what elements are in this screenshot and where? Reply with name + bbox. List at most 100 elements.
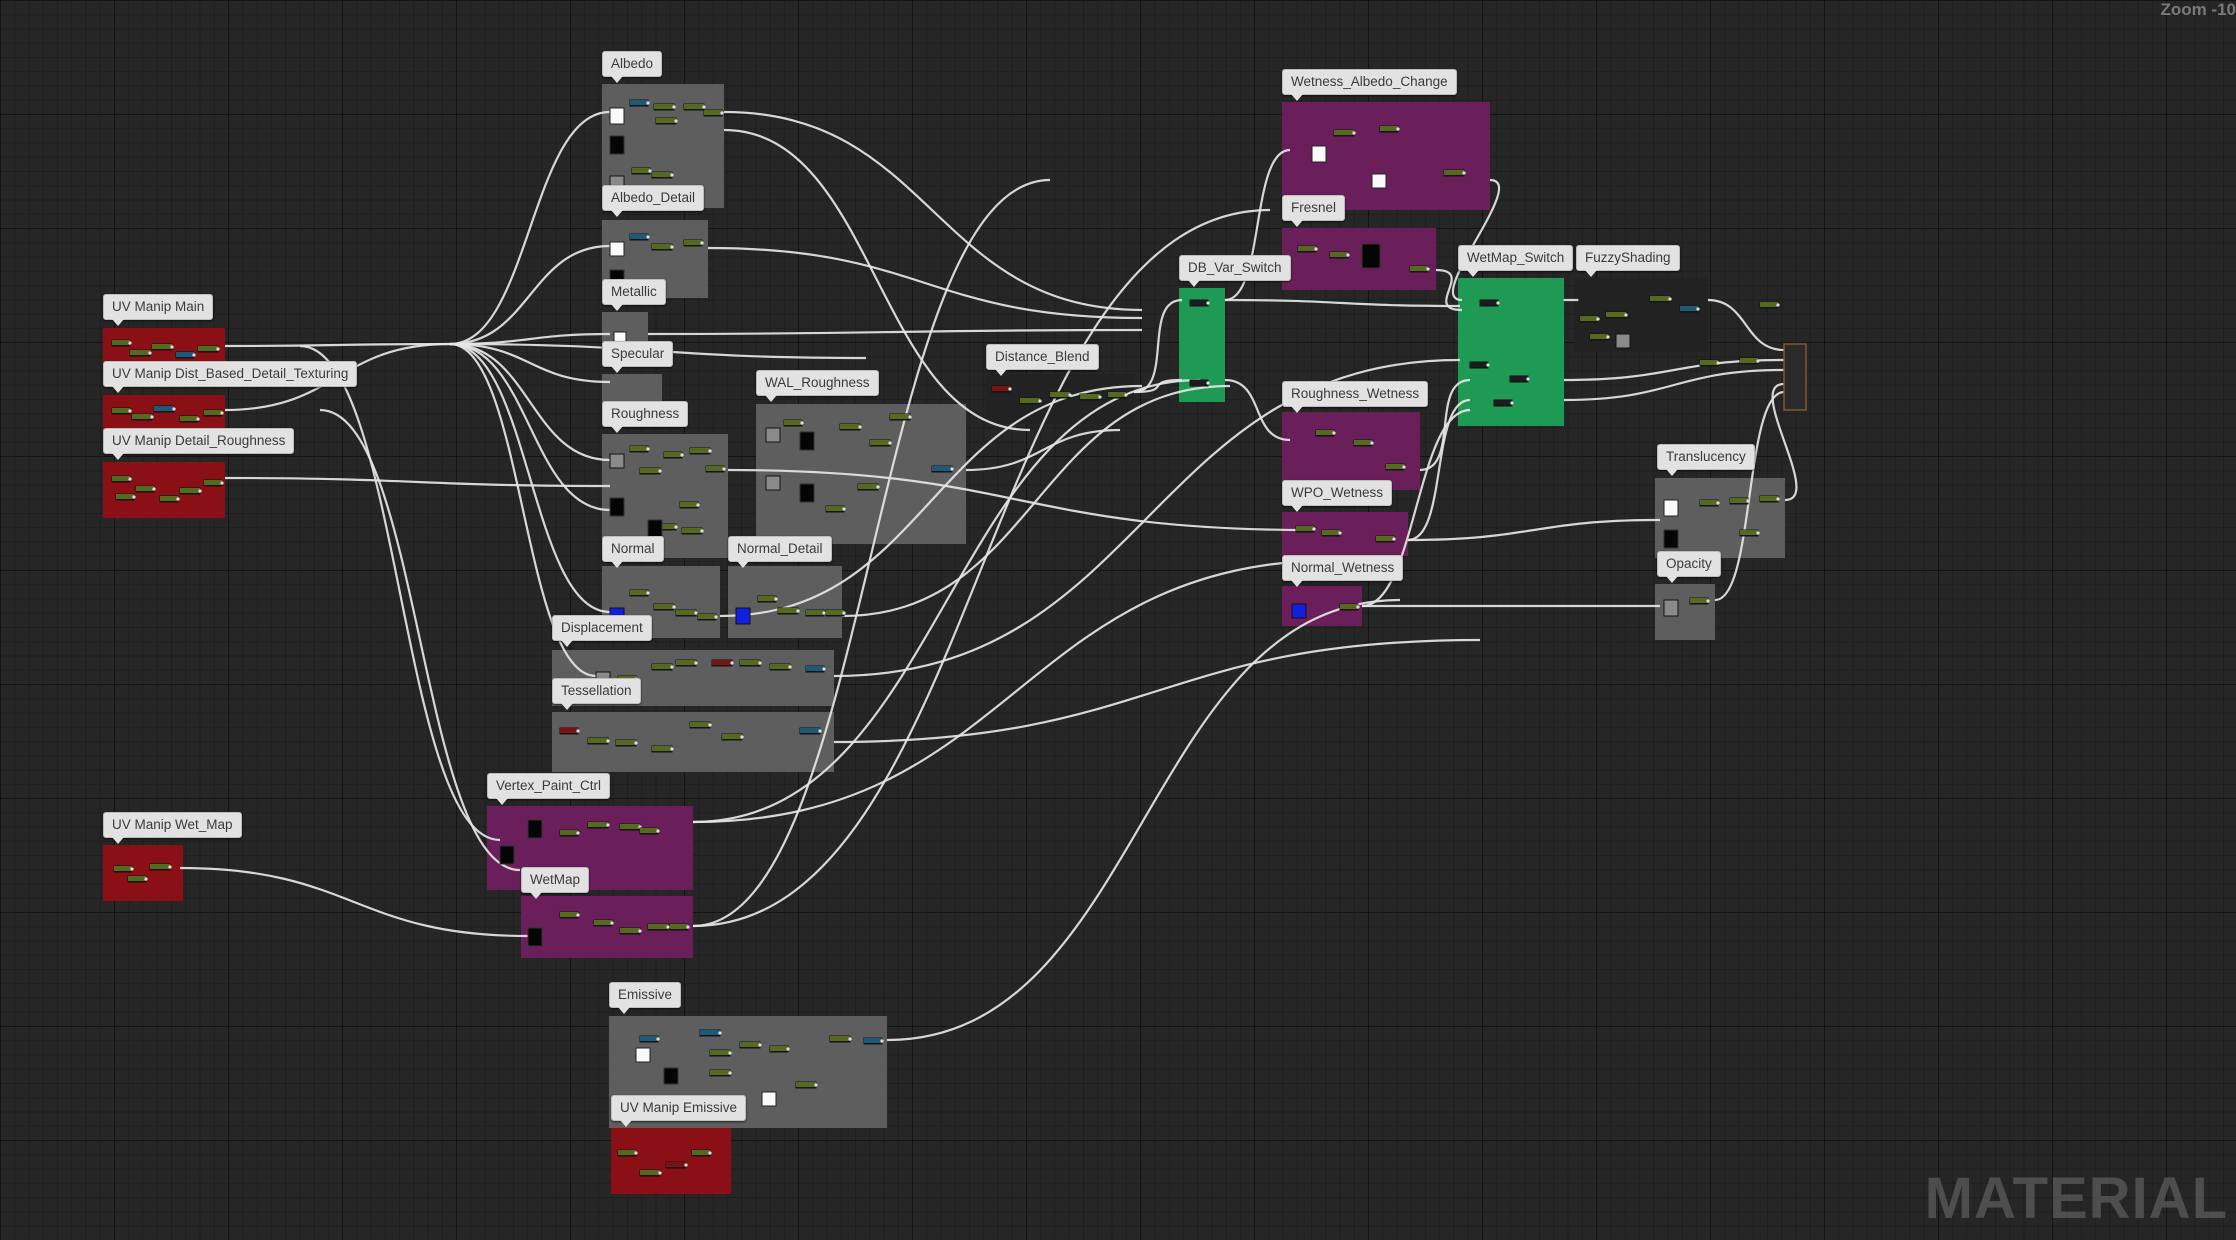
material-expression-node[interactable] bbox=[619, 823, 642, 831]
material-expression-node[interactable] bbox=[197, 345, 220, 353]
comment-box-vertex-paint-ctrl[interactable] bbox=[487, 806, 693, 890]
comment-label-fuzzyshading[interactable]: FuzzyShading bbox=[1576, 245, 1680, 277]
emissive-texture2-thumb[interactable] bbox=[761, 1091, 777, 1107]
material-expression-node[interactable] bbox=[931, 465, 954, 473]
material-expression-node[interactable] bbox=[683, 103, 706, 111]
comment-label-metallic[interactable]: Metallic bbox=[602, 279, 666, 311]
material-expression-node[interactable] bbox=[129, 349, 152, 357]
comment-box-uv-manip-detail-roughness[interactable] bbox=[103, 462, 225, 518]
comment-label-uv-manip-detail-roughness[interactable]: UV Manip Detail_Roughness bbox=[103, 428, 295, 460]
material-expression-node[interactable] bbox=[113, 865, 134, 873]
comment-box-roughness-wetness[interactable] bbox=[1282, 412, 1420, 490]
graph-wire[interactable] bbox=[833, 358, 1461, 678]
wal-roughness-thumb-c[interactable] bbox=[799, 431, 815, 451]
material-expression-node[interactable] bbox=[203, 479, 224, 487]
material-expression-node[interactable] bbox=[111, 407, 132, 415]
material-expression-node[interactable] bbox=[179, 415, 200, 423]
material-expression-node[interactable] bbox=[1479, 299, 1500, 307]
comment-label-wpo-wetness[interactable]: WPO_Wetness bbox=[1282, 480, 1393, 512]
comment-label-fresnel[interactable]: Fresnel bbox=[1282, 195, 1346, 227]
graph-wire[interactable] bbox=[707, 246, 1143, 320]
graph-wire[interactable] bbox=[1224, 378, 1291, 442]
material-expression-node[interactable] bbox=[1385, 463, 1406, 471]
comment-label-translucency[interactable]: Translucency bbox=[1657, 444, 1755, 476]
graph-wire[interactable] bbox=[1224, 298, 1461, 308]
comment-label-albedo[interactable]: Albedo bbox=[602, 51, 663, 83]
material-expression-node[interactable] bbox=[665, 1161, 688, 1169]
comment-label-wetmap[interactable]: WetMap bbox=[521, 867, 590, 899]
material-expression-node[interactable] bbox=[115, 493, 136, 501]
material-expression-node[interactable] bbox=[1107, 391, 1128, 399]
material-expression-node[interactable] bbox=[135, 485, 156, 493]
graph-wire[interactable] bbox=[449, 244, 611, 346]
graph-wire[interactable] bbox=[841, 384, 1231, 618]
graph-wire[interactable] bbox=[449, 342, 611, 614]
material-expression-node[interactable] bbox=[675, 659, 698, 667]
comment-label-wetness-albedo-change[interactable]: Wetness_Albedo_Change bbox=[1282, 69, 1457, 101]
material-expression-node[interactable] bbox=[709, 1069, 732, 1077]
albedo-mask-thumb[interactable] bbox=[609, 135, 625, 155]
material-expression-node[interactable] bbox=[705, 465, 726, 473]
material-expression-node[interactable] bbox=[651, 171, 674, 179]
material-expression-node[interactable] bbox=[1329, 251, 1350, 259]
graph-wire[interactable] bbox=[723, 110, 1143, 312]
material-expression-node[interactable] bbox=[703, 109, 724, 117]
material-expression-node[interactable] bbox=[1321, 529, 1342, 537]
material-expression-node[interactable] bbox=[1493, 399, 1514, 407]
material-expression-node[interactable] bbox=[777, 607, 800, 615]
material-expression-node[interactable] bbox=[149, 863, 172, 871]
material-expression-node[interactable] bbox=[691, 1149, 712, 1157]
wal-roughness-thumb-d[interactable] bbox=[799, 483, 815, 503]
material-expression-node[interactable] bbox=[805, 665, 826, 673]
material-expression-node[interactable] bbox=[1189, 379, 1210, 387]
material-expression-node[interactable] bbox=[799, 727, 822, 735]
roughness-texture-thumb[interactable] bbox=[609, 453, 625, 469]
material-expression-node[interactable] bbox=[639, 467, 662, 475]
material-expression-node[interactable] bbox=[655, 117, 678, 125]
material-expression-node[interactable] bbox=[593, 919, 614, 927]
material-expression-node[interactable] bbox=[651, 243, 674, 251]
graph-wire[interactable] bbox=[833, 638, 1481, 744]
material-expression-node[interactable] bbox=[863, 1037, 884, 1045]
graph-wire[interactable] bbox=[319, 408, 521, 872]
material-expression-node[interactable] bbox=[869, 439, 892, 447]
material-expression-node[interactable] bbox=[783, 419, 804, 427]
opacity-texture-thumb[interactable] bbox=[1663, 599, 1679, 617]
material-expression-node[interactable] bbox=[711, 659, 734, 667]
graph-wire[interactable] bbox=[719, 384, 1143, 618]
material-expression-node[interactable] bbox=[647, 923, 670, 931]
material-expression-node[interactable] bbox=[653, 603, 676, 611]
material-expression-node[interactable] bbox=[153, 405, 176, 413]
graph-wire[interactable] bbox=[727, 468, 1311, 532]
graph-wire[interactable] bbox=[1435, 268, 1463, 312]
graph-wire[interactable] bbox=[1407, 398, 1471, 542]
graph-wire[interactable] bbox=[647, 328, 1143, 336]
material-expression-node[interactable] bbox=[1739, 529, 1760, 537]
comment-label-wetmap-switch[interactable]: WetMap_Switch bbox=[1458, 245, 1574, 277]
comment-label-uv-manip-main[interactable]: UV Manip Main bbox=[103, 294, 214, 326]
material-expression-node[interactable] bbox=[1689, 597, 1710, 605]
material-expression-node[interactable] bbox=[587, 737, 610, 745]
wetmap-texture-thumb[interactable] bbox=[527, 927, 543, 947]
material-expression-node[interactable] bbox=[1333, 129, 1356, 137]
material-expression-node[interactable] bbox=[629, 445, 650, 453]
material-expression-node[interactable] bbox=[1019, 397, 1042, 405]
comment-box-wpo-wetness[interactable] bbox=[1282, 512, 1408, 556]
material-expression-node[interactable] bbox=[1679, 305, 1700, 313]
material-expression-node[interactable] bbox=[175, 351, 196, 359]
material-expression-node[interactable] bbox=[689, 721, 712, 729]
material-expression-node[interactable] bbox=[1297, 245, 1318, 253]
material-expression-node[interactable] bbox=[615, 739, 638, 747]
comment-label-specular[interactable]: Specular bbox=[602, 341, 674, 373]
material-expression-node[interactable] bbox=[1353, 439, 1374, 447]
material-expression-node[interactable] bbox=[681, 527, 704, 535]
material-expression-node[interactable] bbox=[1759, 301, 1780, 309]
fresnel-thumb[interactable] bbox=[1361, 243, 1381, 269]
material-expression-node[interactable] bbox=[1649, 295, 1672, 303]
material-expression-node[interactable] bbox=[629, 233, 650, 241]
comment-label-albedo-detail[interactable]: Albedo_Detail bbox=[602, 185, 705, 217]
material-expression-node[interactable] bbox=[639, 1169, 662, 1177]
material-expression-node[interactable] bbox=[739, 659, 762, 667]
comment-box-fuzzyshading[interactable] bbox=[1574, 278, 1708, 352]
